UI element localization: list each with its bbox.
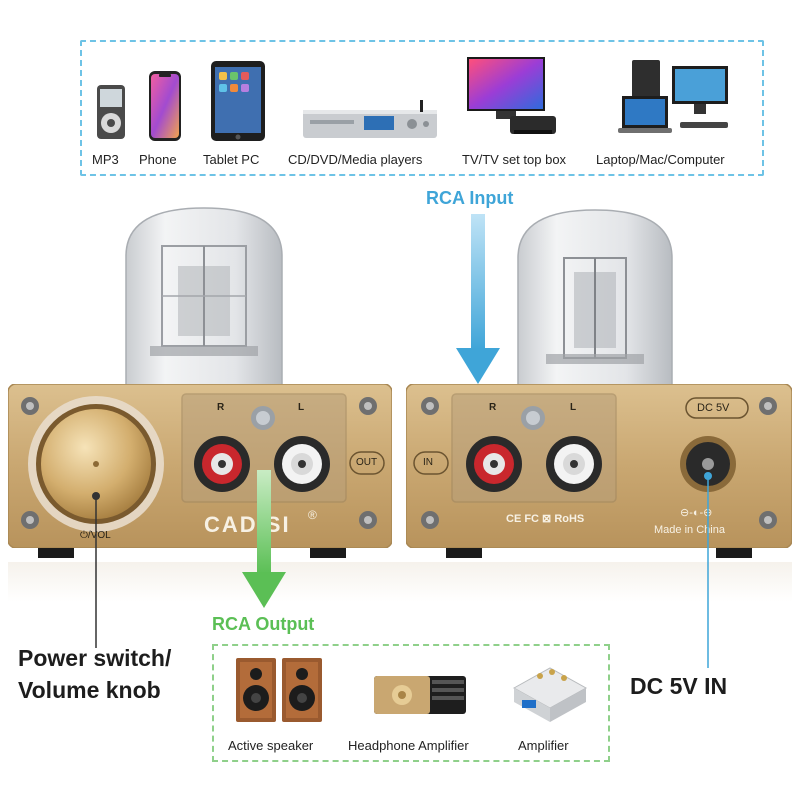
rca-output-arrow: [242, 470, 286, 608]
source-label-media-player: CD/DVD/Media players: [288, 152, 423, 167]
polarity-symbol: ⊖-◐-⊕: [680, 507, 713, 519]
back-panel-chassis: [406, 384, 792, 548]
input-sources-panel: MP3 Phone Tablet PC CD/DVD/Media players: [80, 40, 764, 176]
reflection: [8, 562, 792, 602]
power-callout-line2: Volume knob: [18, 677, 161, 703]
back-foot-right: [716, 548, 752, 558]
headphone-amp-icon: [374, 676, 466, 714]
rca-input-arrow: [456, 214, 500, 384]
back-l-label: L: [570, 402, 577, 413]
output-label-speaker: Active speaker: [228, 738, 314, 753]
vacuum-tube-right: [517, 209, 673, 388]
output-label-headphone-amp: Headphone Amplifier: [348, 738, 469, 753]
front-foot-left: [38, 548, 74, 558]
power-callout-line1: Power switch/: [18, 645, 172, 671]
in-label: IN: [423, 457, 433, 468]
registered-mark: ®: [308, 508, 317, 522]
source-label-tv: TV/TV set top box: [462, 152, 567, 167]
front-foot-right: [310, 548, 346, 558]
source-label-tablet: Tablet PC: [203, 152, 260, 167]
media-player-icon: [303, 100, 437, 138]
dc-label: DC 5V: [697, 402, 730, 414]
front-l-label: L: [298, 402, 305, 413]
source-label-computer: Laptop/Mac/Computer: [596, 152, 725, 167]
rca-input-label: RCA Input: [426, 188, 514, 208]
tv-icon: [467, 57, 556, 134]
speaker-icon: [236, 658, 322, 722]
phone-icon: [149, 71, 181, 141]
vacuum-tube-left: [125, 207, 283, 388]
back-foot-left: [446, 548, 482, 558]
amplifier-icon: [512, 667, 588, 722]
computer-icon: [618, 60, 728, 133]
mp3-player-icon: [97, 85, 125, 139]
source-label-phone: Phone: [139, 152, 177, 167]
dc-in-callout: DC 5V IN: [630, 673, 728, 699]
power-switch-callout: Power switch/ Volume knob: [18, 642, 171, 706]
source-label-mp3: MP3: [92, 152, 119, 167]
output-devices-panel: Active speaker Headphone Amplifier Ampli…: [212, 644, 610, 762]
tablet-icon: [211, 61, 265, 141]
cert-marks: CE FC ⊠ RoHS: [506, 513, 585, 525]
rca-output-label: RCA Output: [212, 614, 315, 634]
front-panel: ⏻/VOL R L OUT CADISI ®: [8, 384, 392, 558]
back-panel: IN R L DC 5V CE FC ⊠ RoHS ⊖-◐-⊕ Made in …: [406, 384, 792, 558]
back-r-label: R: [489, 402, 497, 413]
out-label: OUT: [356, 457, 378, 468]
front-r-label: R: [217, 402, 225, 413]
front-panel-chassis: [8, 384, 392, 548]
made-in-label: Made in China: [654, 524, 725, 536]
output-label-amplifier: Amplifier: [518, 738, 569, 753]
brand-logo: CADISI: [204, 512, 291, 537]
